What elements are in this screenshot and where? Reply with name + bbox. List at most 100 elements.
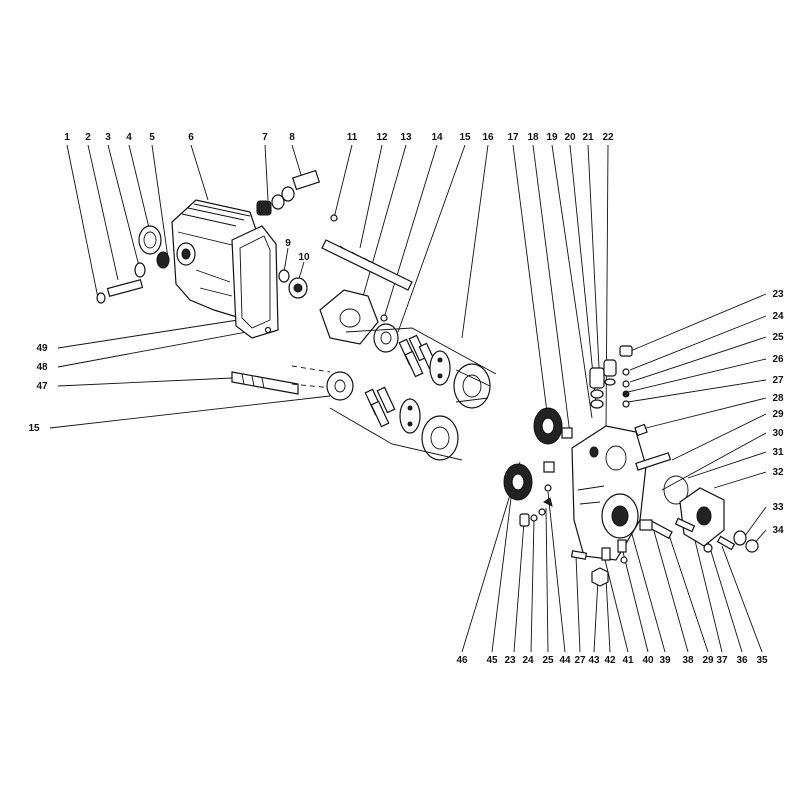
part-valve-22 xyxy=(603,359,617,386)
part-pistons-lower xyxy=(364,386,396,428)
callout-29: 29 xyxy=(772,409,784,420)
part-shaft-12 xyxy=(321,239,413,291)
part-valve-44 xyxy=(543,497,553,507)
callout-23: 23 xyxy=(772,289,784,300)
part-plug-23b xyxy=(519,513,530,527)
callout-25: 25 xyxy=(542,655,554,666)
part-seal-33 xyxy=(733,530,747,546)
leader-lines xyxy=(49,144,767,653)
part-oring-31 xyxy=(663,475,689,505)
callout-33: 33 xyxy=(772,502,784,513)
callout-22: 22 xyxy=(602,132,614,143)
part-ball-26 xyxy=(622,390,630,398)
callout-43: 43 xyxy=(588,655,600,666)
part-plug-23a xyxy=(619,345,633,357)
part-bolt-35 xyxy=(716,535,736,551)
part-bearing-10 xyxy=(288,277,308,299)
callout-1: 1 xyxy=(64,132,70,143)
callout-35: 35 xyxy=(756,655,768,666)
callout-15: 15 xyxy=(459,132,471,143)
part-fitting-28 xyxy=(634,423,648,437)
callout-12: 12 xyxy=(376,132,388,143)
part-bolt-29 xyxy=(674,517,696,533)
callout-2: 2 xyxy=(85,132,91,143)
part-spring-25b xyxy=(538,508,546,516)
callout-34: 34 xyxy=(772,525,784,536)
callout-11: 11 xyxy=(347,132,358,143)
callout-39: 39 xyxy=(659,655,671,666)
callout-21: 21 xyxy=(582,132,594,143)
callout-28: 28 xyxy=(772,393,784,404)
part-pin-14 xyxy=(380,314,388,322)
part-thrust-washer-15b xyxy=(326,371,354,401)
part-valve-plate-17 xyxy=(533,407,563,445)
part-pin-8 xyxy=(281,169,321,202)
part-seat-27a xyxy=(622,400,630,408)
callout-42: 42 xyxy=(604,655,616,666)
part-thrust-washer-15a xyxy=(373,323,399,353)
callout-10: 10 xyxy=(298,252,310,263)
part-washer-34 xyxy=(745,539,759,553)
part-port-plate-lower xyxy=(399,398,421,434)
callout-46: 46 xyxy=(456,655,468,666)
part-bearing-4 xyxy=(138,225,162,255)
callout-7: 7 xyxy=(262,132,268,143)
part-bushing-18 xyxy=(561,427,573,439)
part-oring-24a xyxy=(622,368,630,376)
part-center-section xyxy=(571,425,647,561)
callout-20: 20 xyxy=(564,132,576,143)
callout-24: 24 xyxy=(772,311,784,322)
part-washer-3 xyxy=(134,262,146,278)
callout-47: 47 xyxy=(36,381,48,392)
callout-44: 44 xyxy=(559,655,571,666)
callout-32: 32 xyxy=(772,467,784,478)
callout-49: 49 xyxy=(36,343,48,354)
callout-4: 4 xyxy=(126,132,132,143)
part-swashplate-13 xyxy=(319,289,379,345)
callout-13: 13 xyxy=(400,132,412,143)
callout-48: 48 xyxy=(36,362,48,373)
part-bushing-45 xyxy=(543,461,555,473)
part-screw-43 xyxy=(570,550,588,560)
part-valve-plate-46 xyxy=(503,463,533,501)
part-oring-39 xyxy=(620,556,628,564)
callout-15: 15 xyxy=(28,423,40,434)
part-cylinder-block-upper xyxy=(453,363,491,409)
callout-17: 17 xyxy=(507,132,519,143)
callout-23: 23 xyxy=(504,655,516,666)
callout-40: 40 xyxy=(642,655,654,666)
part-shaft-47 xyxy=(231,371,299,395)
part-spring-25a xyxy=(622,380,630,388)
callout-3: 3 xyxy=(105,132,111,143)
callout-24: 24 xyxy=(522,655,534,666)
callout-38: 38 xyxy=(682,655,694,666)
callout-27: 27 xyxy=(574,655,586,666)
callout-25: 25 xyxy=(772,332,784,343)
callout-16: 16 xyxy=(482,132,494,143)
part-cylinder-block-lower xyxy=(421,415,459,461)
part-nut-42 xyxy=(591,567,609,587)
part-port-plate-upper xyxy=(429,350,451,386)
callout-18: 18 xyxy=(527,132,539,143)
callout-5: 5 xyxy=(149,132,155,143)
callout-29: 29 xyxy=(702,655,714,666)
part-seal-5 xyxy=(156,251,170,269)
part-oring-24b xyxy=(530,514,538,522)
part-dowel-pin xyxy=(96,279,144,304)
part-fitting-41 xyxy=(601,547,611,561)
part-washer-9 xyxy=(278,269,290,283)
part-key-48 xyxy=(264,326,272,334)
callout-27: 27 xyxy=(772,375,784,386)
part-cover-32 xyxy=(679,487,725,547)
part-key-11 xyxy=(330,214,338,222)
callout-45: 45 xyxy=(486,655,498,666)
callout-41: 41 xyxy=(622,655,634,666)
part-bushing-7 xyxy=(256,194,285,216)
part-gasket-49 xyxy=(231,225,279,339)
part-washer-36 xyxy=(703,543,713,553)
callout-31: 31 xyxy=(772,447,784,458)
callout-6: 6 xyxy=(188,132,194,143)
